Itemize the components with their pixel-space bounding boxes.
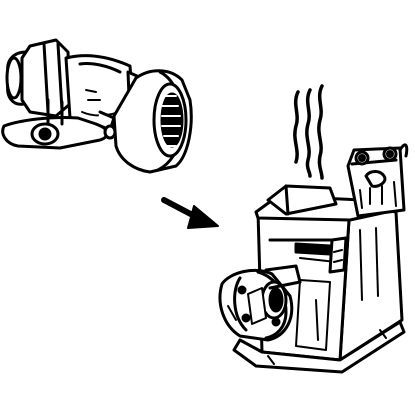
valve-icon <box>1 38 193 174</box>
arrow-down-right-icon <box>161 197 219 229</box>
heat-waves-icon <box>293 84 324 180</box>
boiler-icon <box>218 143 409 374</box>
